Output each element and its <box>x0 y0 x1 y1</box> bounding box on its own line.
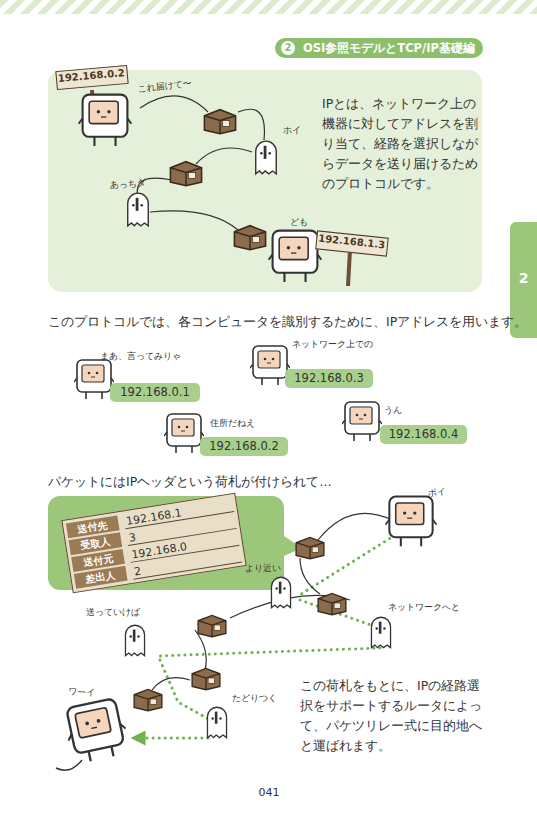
node-text: 192.168.1.3 <box>317 232 387 250</box>
chapter-pill: OSI参照モデルとTCP/IP基礎編 2 <box>275 38 483 58</box>
node-text: IPとは、ネットワーク上の機器に対してアドレスを割り当て、経路を選択しながらデー… <box>322 94 478 194</box>
computer <box>342 402 382 441</box>
ip-address-badge: 192.168.0.4 <box>380 425 467 444</box>
handwritten-note: たどりつく <box>232 692 277 705</box>
computer <box>62 697 131 765</box>
router-character <box>207 707 226 737</box>
parcel <box>192 668 220 689</box>
power-cord <box>56 760 82 770</box>
handwritten-note: ども <box>290 216 308 229</box>
computer <box>250 346 290 385</box>
route-arrow <box>138 737 208 740</box>
toss-arc <box>152 678 190 690</box>
parcel <box>296 537 324 558</box>
page-number: 041 <box>254 786 284 799</box>
address-sign: 192.168.1.3 <box>315 230 389 256</box>
handwritten-note: ワーイ <box>68 685 96 700</box>
handwritten-note: うん <box>384 404 402 417</box>
computer <box>74 360 114 399</box>
router-character <box>371 617 390 647</box>
toss-arc <box>140 96 208 112</box>
node-text: 2 <box>510 270 537 286</box>
node-text: OSI参照モデルとTCP/IP基礎編 <box>303 41 475 56</box>
node-text: 2 <box>281 41 295 55</box>
parcel <box>318 593 346 614</box>
top-panel-bg <box>48 70 482 292</box>
parcel <box>170 162 201 186</box>
computer <box>79 95 132 146</box>
handwritten-note: これ届けて〜 <box>137 77 192 96</box>
router-character <box>256 141 277 174</box>
sign-post <box>348 250 350 286</box>
sign-posts <box>92 90 350 286</box>
address-sign: 192.168.0.2 <box>55 65 128 90</box>
chapter-number: 2 <box>281 41 295 55</box>
ip-address-badge: 192.168.0.2 <box>200 437 288 456</box>
router-character <box>128 193 149 226</box>
router-character <box>125 625 144 655</box>
node-text: 192.168.0.2 <box>56 67 126 84</box>
handwritten-note: 送っていけば <box>86 606 140 619</box>
parcel <box>134 689 162 710</box>
node-text: 192.168.0.3 <box>285 371 373 385</box>
handwritten-note: より近い <box>245 562 281 575</box>
parcel <box>234 226 265 250</box>
header-field: 192.168.1 <box>123 497 234 529</box>
ip-address-badge: 192.168.0.1 <box>110 383 200 402</box>
node-text: 192.168.0.1 <box>110 385 200 399</box>
body-text: パケットにはIPヘッダという荷札が付けられて… <box>48 474 332 491</box>
handwritten-note: ポイ <box>428 485 447 499</box>
toss-arc <box>238 109 264 140</box>
handwritten-note: ホイ <box>283 124 301 137</box>
parcel <box>198 615 226 636</box>
destination-computer <box>62 697 131 765</box>
toss-arcs <box>137 96 264 230</box>
route-dots <box>158 648 380 656</box>
handwritten-note: ネットワーク上での <box>292 338 373 351</box>
node-text: 192.168.0.2 <box>200 439 288 453</box>
header-field: 192.168.0 <box>128 531 239 563</box>
computer <box>269 231 322 282</box>
computer <box>386 497 437 547</box>
toss-arc <box>196 148 252 164</box>
handwritten-note: 住所だねえ <box>210 417 255 430</box>
ip-address-badge: 192.168.0.3 <box>285 369 373 388</box>
body-text: このプロトコルでは、各コンピュータを識別するために、IPアドレスを用います。 <box>48 314 527 331</box>
toss-arc <box>318 513 392 540</box>
parcel <box>204 110 235 134</box>
toss-arc <box>195 630 206 670</box>
computer <box>164 414 204 453</box>
ip-header-tag: 送付先192.168.1受取人3送付元192.168.0差出人2 <box>61 493 246 594</box>
body-text: この荷札をもとに、IPの経路選択をサポートするルータによって、パケツリレー式に目… <box>300 676 490 756</box>
handwritten-note: まあ、言ってみりゃ <box>100 350 181 363</box>
node-text: 192.168.0.4 <box>380 427 467 441</box>
hatched-band <box>0 0 537 14</box>
toss-arc <box>300 558 320 594</box>
handwritten-note: あっちダ <box>110 177 147 192</box>
toss-arc <box>150 211 238 230</box>
router-character <box>271 577 290 607</box>
handwritten-note: ネットワークへと <box>388 601 460 614</box>
